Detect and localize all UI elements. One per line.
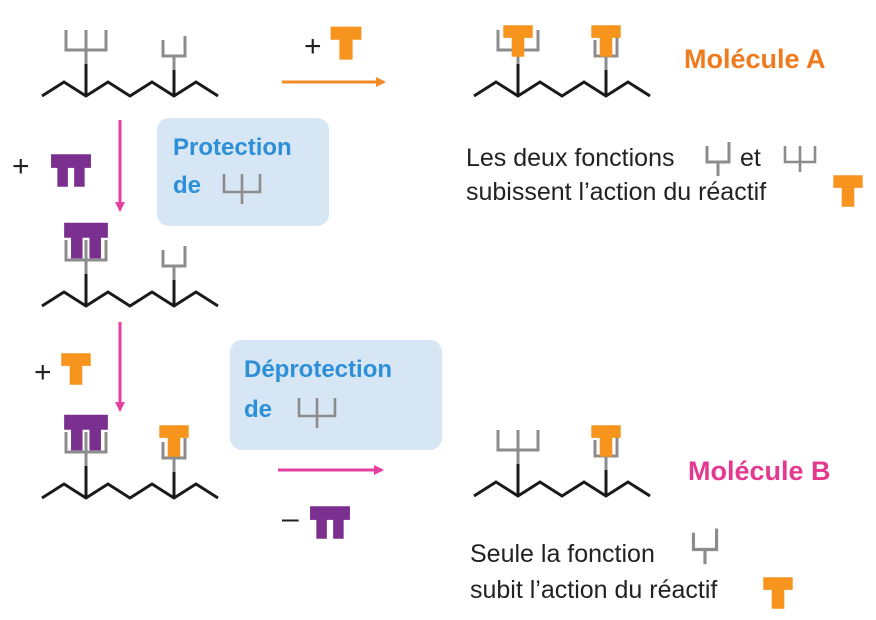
- molecule-b-structure: [472, 425, 652, 498]
- deprotection-label-line2: de: [244, 396, 273, 423]
- minus-sign: –: [282, 502, 299, 535]
- fork-group-icon: [691, 526, 719, 566]
- orange-reagent-icon: [330, 26, 362, 60]
- starting-molecule: [40, 28, 220, 98]
- orange-reagent-icon: [833, 175, 863, 207]
- trident-group-icon: [783, 144, 817, 174]
- trident-group-icon: [297, 398, 337, 428]
- fork-group-icon: [705, 140, 731, 178]
- protection-label-line1: Protection: [173, 134, 292, 161]
- protected-reacted-molecule: [40, 414, 220, 500]
- molecule-a-desc-part2: et: [740, 144, 761, 172]
- plus-sign: +: [34, 356, 52, 389]
- molecule-b-desc-line1: Seule la fonction: [470, 540, 655, 568]
- protected-molecule: [40, 222, 220, 308]
- plus-sign: +: [12, 150, 30, 183]
- molecule-b-title: Molécule B: [688, 456, 831, 486]
- orange-reagent-icon: [763, 577, 793, 609]
- protection-label-box: Protection de: [157, 118, 329, 226]
- protecting-group-icon: [51, 154, 91, 187]
- deprotection-label-box: Déprotection de: [230, 340, 442, 450]
- trident-group-icon: [222, 174, 262, 204]
- protecting-group-removed-icon: [310, 506, 350, 539]
- plus-sign: +: [304, 30, 322, 63]
- orange-reagent-icon: [61, 353, 91, 385]
- molecule-a-desc-line2: subissent l’action du réactif: [466, 178, 767, 206]
- molecule-a-title: Molécule A: [684, 44, 826, 74]
- deprotection-label-line1: Déprotection: [244, 356, 393, 383]
- molecule-a-structure: [472, 25, 652, 98]
- molecule-b-desc-line2: subit l’action du réactif: [470, 576, 718, 604]
- protection-label-line2: de: [173, 172, 202, 199]
- molecule-a-desc-part1: Les deux fonctions: [466, 144, 675, 172]
